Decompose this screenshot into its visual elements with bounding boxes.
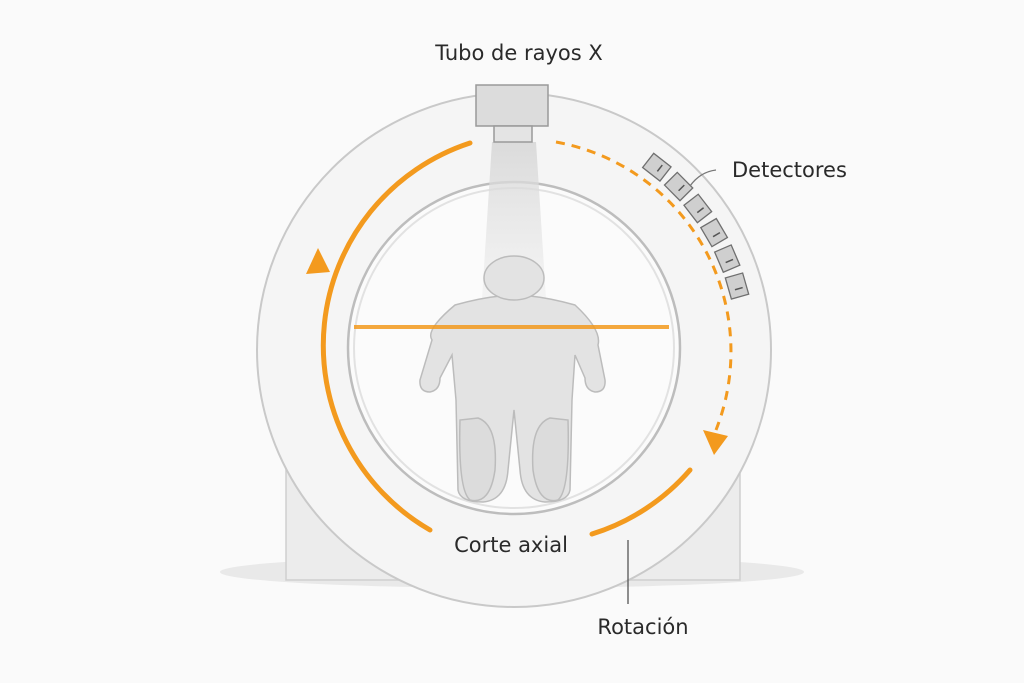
detector-block — [663, 171, 694, 202]
rotation-arrow-solid — [320, 140, 473, 533]
detectors-leader-line — [689, 169, 717, 187]
detector-block — [724, 272, 750, 300]
detector-block — [641, 152, 672, 182]
xray-tube-collimator — [493, 125, 533, 143]
patient-figure — [419, 255, 606, 503]
detector-block — [713, 244, 741, 274]
detector-block — [683, 193, 713, 224]
rotation-arrow-dashed — [555, 140, 733, 431]
rotation-arrow-solid-right — [589, 467, 693, 537]
detectors-label: Detectores — [732, 158, 847, 182]
arrowhead-up-icon — [306, 248, 330, 274]
detector-block — [699, 217, 729, 248]
slice-label: Corte axial — [454, 533, 568, 557]
arrowhead-down-icon — [703, 430, 728, 455]
xray-tube — [475, 84, 549, 127]
tube-label: Tubo de rayos X — [434, 41, 603, 65]
detector-array — [641, 152, 750, 300]
rotation-label: Rotación — [597, 615, 688, 639]
